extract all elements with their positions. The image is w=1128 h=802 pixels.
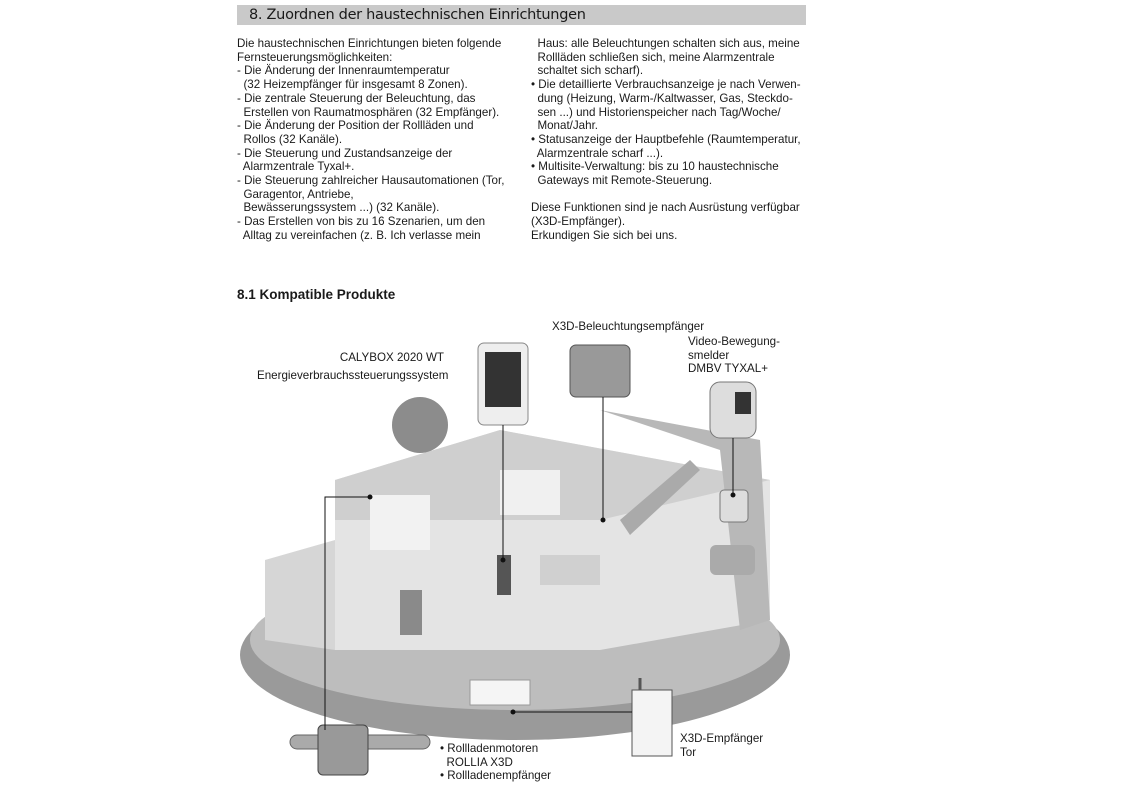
section-title: 8. Zuordnen der haustechnischen Einricht…	[249, 7, 586, 23]
gate-receiver	[631, 689, 673, 757]
text-line: - Die Steuerung zahlreicher Hausautomati…	[237, 174, 505, 188]
garage-wall	[265, 540, 335, 650]
text-line: - Die Änderung der Position der Rollläde…	[237, 119, 474, 133]
text-line: dung (Heizung, Warm-/Kaltwasser, Gas, St…	[531, 91, 793, 105]
text-line: (X3D-Empfänger).	[531, 215, 626, 229]
left-column: Die haustechnischen Einrichtungen bieten…	[237, 37, 527, 243]
text-line: Fernsteuerungsmöglichkeiten:	[237, 50, 393, 64]
text-line: Rollläden schließen sich, meine Alarmzen…	[531, 50, 775, 64]
text-line: Erstellen von Raumatmosphären (32 Empfän…	[237, 105, 500, 119]
text-line: Alarmzentrale scharf ...).	[531, 146, 664, 160]
text-line: Die haustechnischen Einrichtungen bieten…	[237, 37, 502, 50]
right-column: Haus: alle Beleuchtungen schalten sich a…	[531, 37, 821, 243]
text-line: Rollos (32 Kanäle).	[237, 132, 343, 146]
gate-receiver-label: X3D-Empfänger Tor	[680, 732, 764, 759]
text-line: Haus: alle Beleuchtungen schalten sich a…	[531, 37, 800, 50]
tree	[392, 397, 448, 453]
text-line: - Die zentrale Steuerung der Beleuchtung…	[237, 91, 476, 105]
text-line: Diese Funktionen sind je nach Ausrüstung…	[531, 201, 800, 215]
text-line: Alltag zu vereinfachen (z. B. Ich verlas…	[237, 228, 481, 242]
section-header: 8. Zuordnen der haustechnischen Einricht…	[237, 5, 806, 25]
text-line: sen ...) und Historienspeicher nach Tag/…	[531, 105, 781, 119]
text-line: - Die Steuerung und Zustandsanzeige der	[237, 146, 453, 160]
text-line: • Multisite-Verwaltung: bis zu 10 hauste…	[531, 160, 779, 174]
text-line: (32 Heizempfänger für insgesamt 8 Zonen)…	[237, 78, 468, 92]
calybox-label: CALYBOX 2020 WT	[339, 351, 444, 364]
video-detector-label: Video-Bewegung- smelder DMBV TYXAL+	[688, 335, 780, 376]
text-line: • Statusanzeige der Hauptbefehle (Raumte…	[531, 132, 801, 146]
text-line: - Das Erstellen von bis zu 16 Szenarien,…	[237, 215, 486, 229]
text-line: - Die Änderung der Innenraumtemperatur	[237, 64, 450, 78]
text-line: Garagentor, Antriebe,	[237, 187, 354, 201]
text-line: schaltet sich scharf).	[531, 64, 644, 78]
shutter-label: • Rollladenmotoren ROLLIA X3D • Rolllade…	[440, 742, 552, 783]
text-line: Bewässerungssystem ...) (32 Kanäle).	[237, 201, 440, 215]
lighting-receiver	[569, 344, 631, 398]
text-line: Gateways mit Remote-Steuerung.	[531, 174, 713, 188]
text-line: Monat/Jahr.	[531, 119, 599, 133]
text-line: • Die detaillierte Verbrauchsanzeige je …	[531, 78, 801, 92]
text-line: Alarmzentrale Tyxal+.	[237, 160, 355, 174]
subsection-title: 8.1 Kompatible Produkte	[237, 287, 396, 302]
lighting-receiver-label: X3D-Beleuchtungsempfänger	[552, 320, 705, 333]
calybox-description: Energieverbrauchssteuerungssystem	[257, 369, 449, 382]
shutter-receiver	[317, 724, 369, 776]
text-line: Erkundigen Sie sich bei uns.	[531, 228, 678, 242]
